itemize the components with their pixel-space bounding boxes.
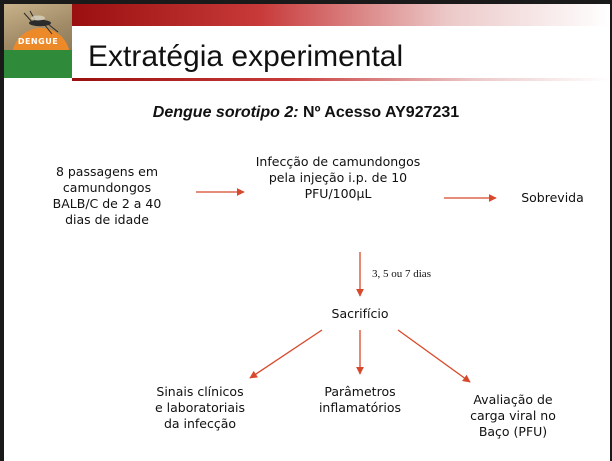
logo-text: DENGUE: [17, 37, 59, 46]
infection-box: Infecção de camundongos pela injeção i.p…: [255, 154, 421, 201]
arrow-sacrifice-to-clinical: [249, 329, 323, 379]
subtitle-accession: Nº Acesso AY927231: [298, 104, 460, 121]
survival-box: Sobrevida: [521, 190, 584, 205]
slide-subtitle: Dengue sorotipo 2: Nº Acesso AY927231: [0, 104, 612, 122]
interval-label: 3, 5 ou 7 dias: [372, 268, 431, 280]
left-border: [0, 0, 4, 461]
passages-box: 8 passagens em camundongos BALB/C de 2 a…: [52, 164, 162, 227]
arrow-sacrifice-to-viral-load: [397, 329, 471, 383]
right-border: [610, 0, 612, 461]
mosquito-icon: [23, 10, 59, 35]
sacrifice-box: Sacrifício: [331, 306, 389, 321]
dengue-logo: DENGUE: [4, 4, 72, 78]
header-gradient-band: [72, 4, 610, 26]
top-border: [0, 0, 612, 4]
logo-ground: [4, 50, 72, 78]
title-underline: [72, 78, 610, 81]
subtitle-serotype: Dengue sorotipo 2:: [152, 104, 299, 121]
slide-title: Extratégia experimental: [88, 40, 404, 73]
viral-load-box: Avaliação de carga viral no Baço (PFU): [470, 392, 556, 439]
inflammatory-box: Parâmetros inflamatórios: [318, 384, 402, 415]
clinical-signs-box: Sinais clínicos e laboratoriais da infec…: [155, 384, 245, 431]
